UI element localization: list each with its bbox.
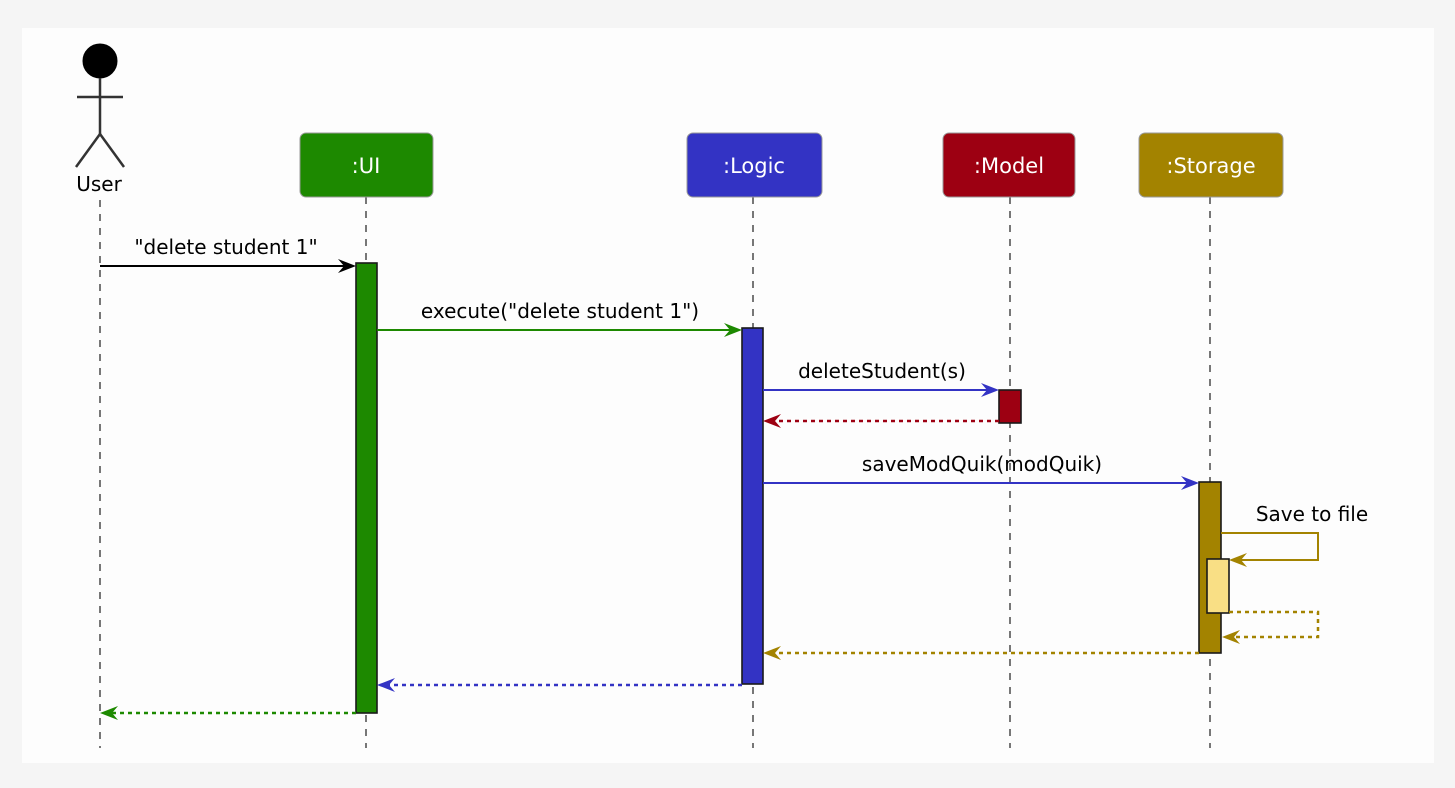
- actor-label: User: [76, 172, 122, 196]
- actor-leg-left: [74, 133, 102, 168]
- message-5-arrowhead: [1181, 476, 1199, 490]
- activation-logic: [741, 327, 764, 685]
- message-4-arrowhead: [763, 414, 781, 428]
- message-2-label: execute("delete student 1"): [421, 299, 699, 323]
- message-6-label: Save to file: [1256, 502, 1368, 526]
- activation-storage-nested: [1206, 558, 1230, 614]
- message-8-arrowhead: [763, 646, 781, 660]
- message-6-arrowhead: [1229, 553, 1247, 567]
- message-5-label: saveModQuik(modQuik): [862, 452, 1102, 476]
- message-1-arrowhead: [338, 259, 356, 273]
- message-9-arrowhead: [377, 678, 395, 692]
- actor-head: [82, 43, 118, 79]
- message-9-return: [377, 678, 742, 692]
- message-4-return: [763, 414, 999, 428]
- message-5: saveModQuik(modQuik): [763, 452, 1199, 490]
- participant-model: :Model: [942, 132, 1076, 198]
- message-10-arrowhead: [100, 706, 118, 720]
- message-1: "delete student 1": [100, 235, 356, 273]
- actor-leg-right: [98, 133, 126, 168]
- message-8-return: [763, 646, 1199, 660]
- message-10-return: [100, 706, 356, 720]
- participant-storage-label: :Storage: [1166, 154, 1255, 178]
- participant-storage: :Storage: [1138, 132, 1284, 198]
- activation-model: [998, 389, 1022, 424]
- actor-icon: [74, 43, 126, 168]
- message-3-label: deleteStudent(s): [798, 359, 966, 383]
- message-7-arrowhead: [1222, 630, 1240, 644]
- message-6-self-call: Save to file: [1221, 502, 1368, 567]
- participant-ui: :UI: [299, 132, 434, 198]
- message-7-self-return: [1222, 610, 1320, 644]
- message-7-line: [1226, 610, 1320, 639]
- message-3-arrowhead: [981, 383, 999, 397]
- participant-storage-box: [1138, 132, 1284, 198]
- message-3: deleteStudent(s): [763, 359, 999, 397]
- message-2-arrowhead: [724, 323, 742, 337]
- participant-ui-label: :UI: [352, 154, 381, 178]
- participant-logic-box: [686, 132, 823, 198]
- activation-ui: [355, 262, 378, 714]
- participant-model-label: :Model: [974, 154, 1044, 178]
- participant-logic: :Logic: [686, 132, 823, 198]
- message-6-line: [1221, 532, 1319, 561]
- participant-model-box: [942, 132, 1076, 198]
- message-1-label: "delete student 1": [134, 235, 317, 259]
- participant-ui-box: [299, 132, 434, 198]
- message-2: execute("delete student 1"): [377, 299, 742, 337]
- participant-logic-label: :Logic: [723, 154, 785, 178]
